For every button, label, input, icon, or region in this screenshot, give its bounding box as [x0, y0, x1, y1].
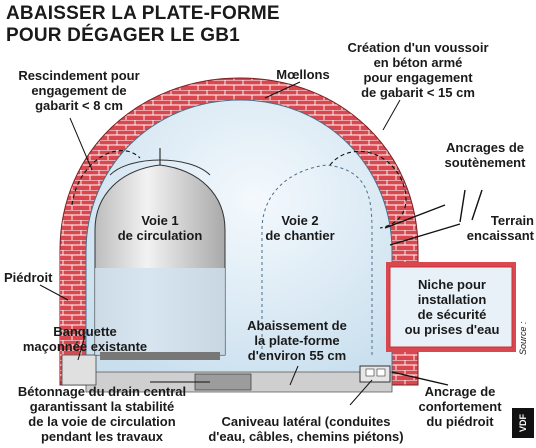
banquette — [61, 354, 97, 386]
source-label: Source : — [518, 321, 528, 355]
label-niche: Niche pour installation de sécurité ou p… — [404, 277, 500, 337]
caniveau — [359, 365, 391, 383]
leader-lines — [39, 81, 401, 406]
label-voie2: Voie 2 de chantier — [265, 213, 335, 243]
label-betonnage: Bétonnage du drain central garantissant … — [17, 384, 187, 444]
label-caniveau: Caniveau latéral (conduites d'eau, câble… — [208, 414, 404, 444]
label-piedroit: Piédroit — [4, 270, 53, 285]
rescindement-outline — [71, 150, 141, 206]
label-banquette: Banquette maçonnée existante — [22, 324, 148, 354]
label-moellons: Mœllons — [276, 67, 330, 82]
niche-inner — [389, 266, 513, 348]
train-voie1 — [94, 148, 226, 360]
ancrage-confortement — [391, 371, 449, 386]
label-voie1: Voie 1 de circulation — [117, 213, 203, 243]
label-abaissement: Abaissement de la plate-forme d'environ … — [247, 318, 347, 363]
label-ancrages-soutenement: Ancrages de soutènement — [444, 140, 526, 170]
publisher-logo: VDF — [512, 408, 534, 438]
ancrages-soutenement — [384, 189, 483, 246]
diagram-title: ABAISSER LA PLATE-FORME POUR DÉGAGER LE … — [6, 3, 280, 46]
label-ancrage-confortement: Ancrage de confortement du piédroit — [418, 384, 502, 429]
voussoir-outline — [329, 150, 407, 229]
label-creation-voussoir: Création d'un voussoir en béton armé pou… — [347, 40, 489, 100]
label-terrain-encaissant: Terrain encaissant — [466, 213, 534, 243]
label-rescindement: Rescindement pour engagement de gabarit … — [18, 68, 140, 113]
